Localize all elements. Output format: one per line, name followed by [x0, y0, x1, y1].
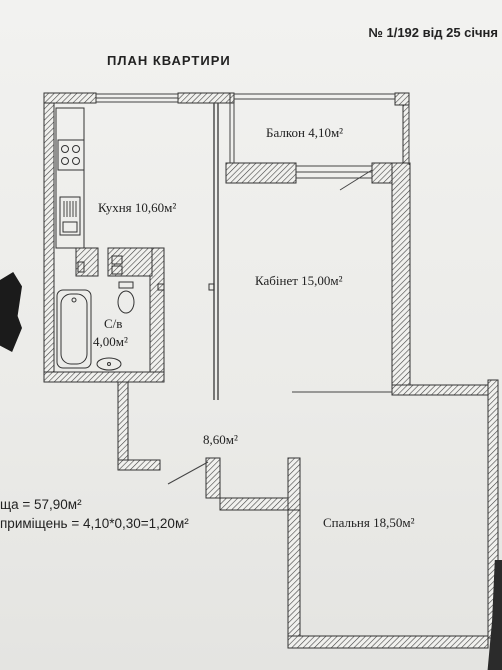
wall-balcony-bottom	[225, 162, 297, 184]
summary-calculation: приміщень = 4,10*0,30=1,20м²	[0, 516, 189, 531]
plan-title: ПЛАН КВАРТИРИ	[107, 53, 231, 68]
wall-bedroom-left	[287, 509, 301, 649]
room-label-bathroom: С/в	[104, 316, 123, 331]
wall-left	[43, 102, 55, 382]
room-label-cabinet: Кабінет 15,00м²	[255, 273, 343, 288]
room-label-bedroom: Спальня 18,50м²	[323, 515, 415, 530]
wall-top-mid	[177, 92, 231, 104]
room-label-balcony: Балкон 4,10м²	[266, 125, 344, 140]
wall-top-left	[43, 92, 97, 104]
adjacent-plan-fragment	[0, 272, 22, 352]
wall-right-cabinet	[391, 162, 411, 396]
document-number: № 1/192 від 25 січня	[368, 25, 498, 40]
room-label-kitchen: Кухня 10,60м²	[98, 200, 177, 215]
wall-balcony-top-right	[394, 92, 410, 106]
summary-total-area: ща = 57,90м²	[0, 497, 82, 512]
room-label-hall: 8,60м²	[203, 432, 238, 447]
room-label-bathroom-area: 4,00м²	[93, 334, 128, 349]
